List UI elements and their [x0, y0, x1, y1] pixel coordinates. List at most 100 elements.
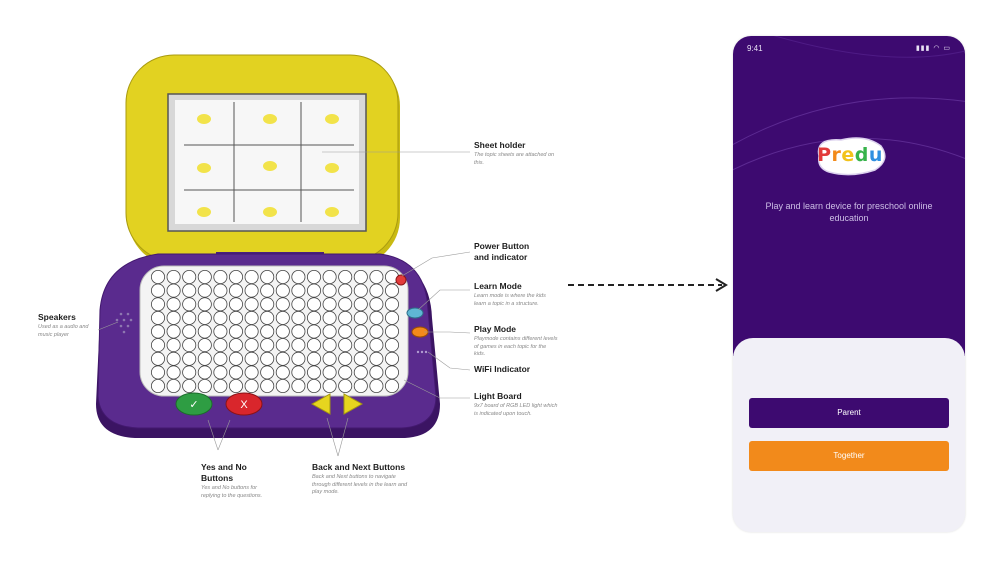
led-cell	[228, 269, 243, 284]
callout-title: Speakers	[38, 312, 76, 322]
sheet-dot	[325, 207, 339, 217]
led-cell	[338, 378, 353, 393]
led-cell	[322, 283, 337, 298]
light-board-led-grid	[150, 269, 399, 393]
led-cell	[150, 283, 165, 298]
yes-symbol: ✓	[189, 398, 198, 411]
callout-desc: Used as a audio and music player	[38, 324, 89, 338]
led-cell	[182, 338, 197, 353]
led-cell	[213, 310, 228, 325]
logo-letter: r	[831, 144, 842, 166]
led-cell	[166, 324, 181, 339]
flow-arrow	[568, 278, 728, 292]
phone-mockup: 9:41 ▮▮▮ ◠ ▭ Predu Play and learn device…	[733, 36, 965, 532]
logo-letter: u	[868, 144, 883, 166]
callout-back-next-buttons: Back and Next Buttons Back and Next butt…	[312, 462, 408, 497]
led-cell	[353, 310, 368, 325]
led-cell	[275, 324, 290, 339]
power-button	[395, 274, 407, 286]
sheet-dot	[325, 114, 339, 124]
led-cell	[353, 378, 368, 393]
led-cell	[306, 297, 321, 312]
sheet-dot	[325, 163, 339, 173]
led-cell	[244, 269, 259, 284]
led-cell	[166, 378, 181, 393]
led-cell	[384, 324, 399, 339]
led-cell	[260, 378, 275, 393]
led-cell	[166, 338, 181, 353]
led-cell	[213, 269, 228, 284]
led-cell	[275, 365, 290, 380]
led-cell	[182, 378, 197, 393]
sheet-dot	[197, 163, 211, 173]
led-cell	[322, 297, 337, 312]
led-cell	[291, 283, 306, 298]
led-cell	[384, 297, 399, 312]
predu-logo: Predu	[811, 132, 889, 178]
led-cell	[197, 297, 212, 312]
led-cell	[150, 338, 165, 353]
yes-button	[175, 392, 213, 416]
led-cell	[182, 283, 197, 298]
led-cell	[353, 365, 368, 380]
led-cell	[197, 269, 212, 284]
led-cell	[260, 283, 275, 298]
led-cell	[213, 297, 228, 312]
callout-desc: Learn mode is where the kids learn a top…	[474, 293, 546, 307]
led-cell	[182, 351, 197, 366]
next-button	[343, 393, 364, 415]
callout-wifi-indicator: WiFi Indicator	[474, 364, 564, 375]
led-cell	[197, 324, 212, 339]
led-cell	[244, 365, 259, 380]
led-cell	[369, 378, 384, 393]
sheet-dot	[197, 207, 211, 217]
led-cell	[322, 310, 337, 325]
led-cell	[369, 324, 384, 339]
led-cell	[150, 365, 165, 380]
led-cell	[197, 338, 212, 353]
led-cell	[228, 283, 243, 298]
device-base	[96, 253, 440, 438]
led-cell	[166, 269, 181, 284]
led-cell	[260, 351, 275, 366]
led-cell	[291, 269, 306, 284]
led-cell	[244, 338, 259, 353]
led-cell	[275, 378, 290, 393]
led-cell	[384, 351, 399, 366]
status-time: 9:41	[747, 44, 763, 53]
led-cell	[228, 324, 243, 339]
led-cell	[260, 310, 275, 325]
led-cell	[260, 324, 275, 339]
parent-button[interactable]: Parent	[749, 398, 949, 428]
led-cell	[197, 310, 212, 325]
learn-mode-button	[406, 307, 424, 319]
led-cell	[244, 283, 259, 298]
led-cell	[291, 378, 306, 393]
status-icons: ▮▮▮ ◠ ▭	[915, 45, 951, 52]
led-cell	[369, 283, 384, 298]
sheet-dot	[263, 207, 277, 217]
led-cell	[384, 338, 399, 353]
tagline: Play and learn device for preschool onli…	[765, 201, 933, 223]
led-cell	[353, 297, 368, 312]
led-cell	[384, 310, 399, 325]
together-button[interactable]: Together	[749, 441, 949, 471]
led-cell	[213, 283, 228, 298]
led-cell	[291, 351, 306, 366]
led-cell	[338, 269, 353, 284]
led-cell	[369, 269, 384, 284]
logo-letter: e	[841, 144, 855, 166]
led-cell	[291, 310, 306, 325]
led-cell	[150, 297, 165, 312]
sheet-dot	[263, 161, 277, 171]
callout-desc: Playmode contains different levels of ga…	[474, 336, 558, 357]
led-cell	[197, 378, 212, 393]
callout-leader-lines	[97, 151, 471, 457]
led-cell	[228, 297, 243, 312]
callout-title: WiFi Indicator	[474, 364, 531, 374]
led-cell	[275, 310, 290, 325]
led-cell	[244, 310, 259, 325]
led-cell	[384, 283, 399, 298]
led-cell	[166, 297, 181, 312]
callout-desc: 9x7 board of RGB LED light which is indi…	[474, 403, 558, 417]
